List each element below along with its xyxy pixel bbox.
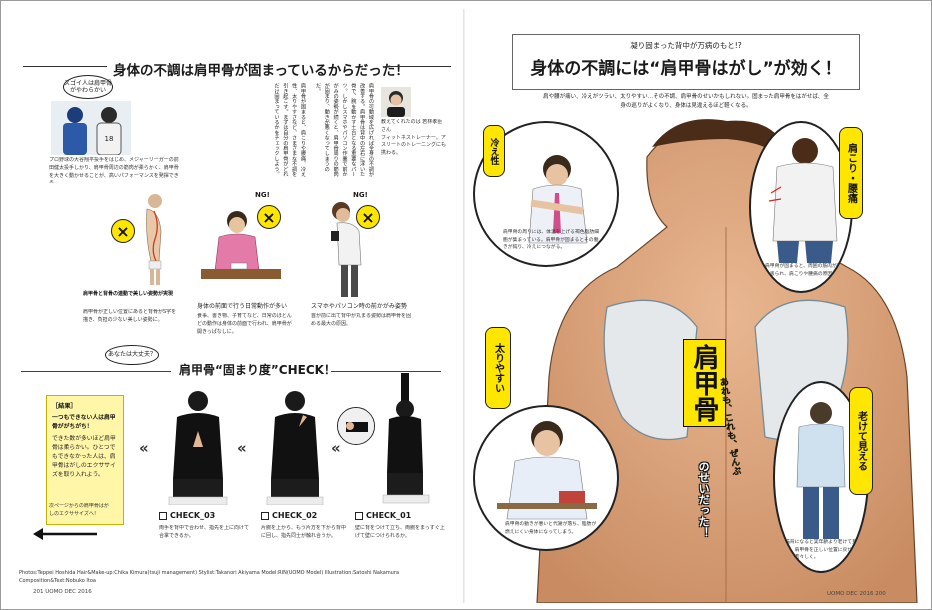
right-page: 凝り固まった背中が万病のもと!? 身体の不調には“肩甲骨はがし”が効く！ 肩や腰… xyxy=(467,9,925,603)
left-page-number: 201 UOMO DEC 2016 xyxy=(33,589,92,595)
speech-bubble-top: スゴイ人は肩甲骨がやわらかい xyxy=(63,75,113,99)
chevron-left-icon-3: « xyxy=(331,439,341,457)
cap-posture-small: 肩甲骨が正しい位置にあると背骨がS字を描き、負担の少ない美しい姿勢に。 xyxy=(83,309,177,323)
header-rule-right xyxy=(385,66,451,67)
right-page-number-value: 200 xyxy=(875,591,886,597)
chevron-left-icon-1: « xyxy=(139,439,149,457)
text-cold: 肩甲骨の周りには、体温を上げる褐色脂肪細胞が集まっている。肩甲骨が固まるとその働… xyxy=(503,230,599,251)
tag-fat: 太りやすい xyxy=(485,327,511,409)
right-mag-label: UOMO DEC 2016 xyxy=(827,591,874,597)
posture-illustration xyxy=(129,191,181,287)
circle-fat: 肩甲骨の動きが悪いと代謝が落ち、脂肪が燃えにくい身体になってしまう。 xyxy=(473,405,619,551)
check-01-text-label: CHECK_01 xyxy=(366,511,412,520)
expert-caption-head: 教えてくれたのは 若林孝臣さん xyxy=(381,119,443,133)
check-02-photo xyxy=(259,387,331,505)
cap-phone-small: 首が前に出て背中が丸まる姿勢は肩甲骨を固める最大の原因。 xyxy=(311,313,411,327)
left-mag-label: UOMO DEC 2016 xyxy=(45,589,92,595)
ng-cross-icon-desk: × xyxy=(257,205,281,229)
tag-cold: 冷え性 xyxy=(483,125,505,177)
check-03-text-label: CHECK_03 xyxy=(170,511,216,520)
text-old: 猫背になると実年齢より老けて見える。肩甲骨を正しい位置に戻せば姿勢も若々しく。 xyxy=(785,540,862,561)
check-03-photo xyxy=(159,387,237,505)
result-line-2: できた数が多いほど肩甲骨は柔らかい。ひとつでもできなかった人は、肩甲骨はがしのエ… xyxy=(52,435,116,478)
ng-label-phone: NG! xyxy=(353,191,368,199)
athlete-caption: プロ野球の大谷翔平投手をはじめ、メジャーリーガーの前田健太投手しかり、肩甲骨周辺… xyxy=(49,157,179,183)
circle-cold: 肩甲骨の周りには、体温を上げる褐色脂肪細胞が集まっている。肩甲骨が固まるとその働… xyxy=(473,121,619,267)
check-03-checkbox[interactable] xyxy=(159,511,167,520)
arrow-note: 次ページからの肩甲骨はがしのエクササイズへ！ xyxy=(49,503,109,517)
title-box: 凝り固まった背中が万病のもと!? 身体の不調には“肩甲骨はがし”が効く！ xyxy=(512,34,860,90)
result-line-1: 一つもできない人は肩甲骨ががちがち！ xyxy=(52,414,116,430)
check-03-label: CHECK_03 xyxy=(159,511,215,520)
center-headline-end: のせいだった！ xyxy=(697,461,710,538)
cap-posture: 肩甲骨と背骨の連動で美しい姿勢が実現 xyxy=(83,291,174,297)
gutter xyxy=(463,9,465,603)
result-box: ［結果］ 一つもできない人は肩甲骨ががちがち！ できた数が多いほど肩甲骨は柔らか… xyxy=(46,395,124,525)
header-rule-left xyxy=(23,66,107,67)
check-02-label: CHECK_02 xyxy=(261,511,317,520)
check-01-checkbox[interactable] xyxy=(355,511,363,520)
expert-role: フィットネストレーナー。アスリートのトレーニングにも携わる。 xyxy=(381,134,447,157)
left-page-header: 身体の不調は肩甲骨が固まっているからだった！ xyxy=(113,63,409,79)
credits: Photos:Teppei Hoshida Hair&Make-up:Chika… xyxy=(19,570,399,584)
expert-caption: 教えてくれたのは 若林孝臣さん フィットネストレーナー。アスリートのトレーニング… xyxy=(381,119,447,167)
page-title: 身体の不調には“肩甲骨はがし”が効く！ xyxy=(530,59,842,79)
check-02-checkbox[interactable] xyxy=(261,511,269,520)
check-01-detail-circle xyxy=(337,407,375,445)
ng-cross-icon-phone: × xyxy=(356,205,380,229)
left-page-number-value: 201 xyxy=(33,589,44,595)
check-rule-right xyxy=(331,371,441,372)
phone-illustration xyxy=(311,195,391,299)
body-text-1: 肩甲骨の可動域を広げれば全身の不調が改善する。肩甲骨は背中の左右に浮いた骨で、腕… xyxy=(314,83,374,177)
cap-desk: 身体の前面で行う日常動作が多い xyxy=(197,303,288,310)
tag-old: 老けて見える xyxy=(849,387,873,495)
ng-cross-icon: × xyxy=(111,219,135,243)
result-head: ［結果］ xyxy=(52,403,77,410)
text-stiff: 肩甲骨が固まると、周囲の筋肉が引っ張られ、肩こりや腰痛の原因に。 xyxy=(765,264,842,277)
title-kicker: 凝り固まった背中が万病のもと!? xyxy=(630,41,742,50)
athletes-photo: 18 xyxy=(51,101,131,155)
tag-stiff: 肩こり・腰痛 xyxy=(839,127,863,219)
cap-phone: スマホやパソコン時の前かがみ姿勢 xyxy=(311,303,407,310)
chevron-left-icon-2: « xyxy=(237,439,247,457)
speech-bubble-check: あなたは大丈夫？ xyxy=(105,345,159,365)
check-03-desc: 両手を背中で合わせ、指先を上に向けて合掌できるか。 xyxy=(159,525,250,539)
circle-stiff: 肩甲骨が固まると、周囲の筋肉が引っ張られ、肩こりや腰痛の原因に。 xyxy=(749,121,853,293)
right-page-number: UOMO DEC 2016 200 xyxy=(827,591,886,597)
body-text-2: 肩甲骨が固まると、肩こりや腰痛、冷え性、太りやすさなど、さまざまな不調を引き起こ… xyxy=(273,83,306,177)
cap-desk-small: 食事、書き物、子育てなど、日常のほとんどの動作は身体の前面で行われ、肩甲骨が開き… xyxy=(197,313,292,335)
check-01-photo xyxy=(377,373,433,505)
check-rule-left xyxy=(21,371,171,372)
svg-text:18: 18 xyxy=(105,135,114,143)
check-01-desc: 壁に背をつけて立ち、両腕をまっすぐ上げて壁につけられるか。 xyxy=(355,525,445,539)
text-fat: 肩甲骨の動きが悪いと代謝が落ち、脂肪が燃えにくい身体になってしまう。 xyxy=(505,522,597,535)
expert-photo xyxy=(381,87,411,117)
check-title: 肩甲骨“固まり度”CHECK！ xyxy=(179,363,336,377)
left-page: 身体の不調は肩甲骨が固まっているからだった！ スゴイ人は肩甲骨がやわらかい 18… xyxy=(9,9,461,603)
title-subtitle: 肩や腰が痛い、冷えがツラい、太りやすい…その不調、肩甲骨のせいかもしれない。固ま… xyxy=(543,94,829,109)
ng-label-desk: NG! xyxy=(255,191,270,199)
check-02-text-label: CHECK_02 xyxy=(272,511,318,520)
check-01-label: CHECK_01 xyxy=(355,511,411,520)
desk-illustration xyxy=(195,199,285,295)
center-headline-big: 肩甲骨 xyxy=(683,339,726,427)
check-02-desc: 片腕を上から、もう片方を下から背中に回し、指先同士が触れ合うか。 xyxy=(261,525,346,539)
back-arrow-icon xyxy=(33,528,97,540)
